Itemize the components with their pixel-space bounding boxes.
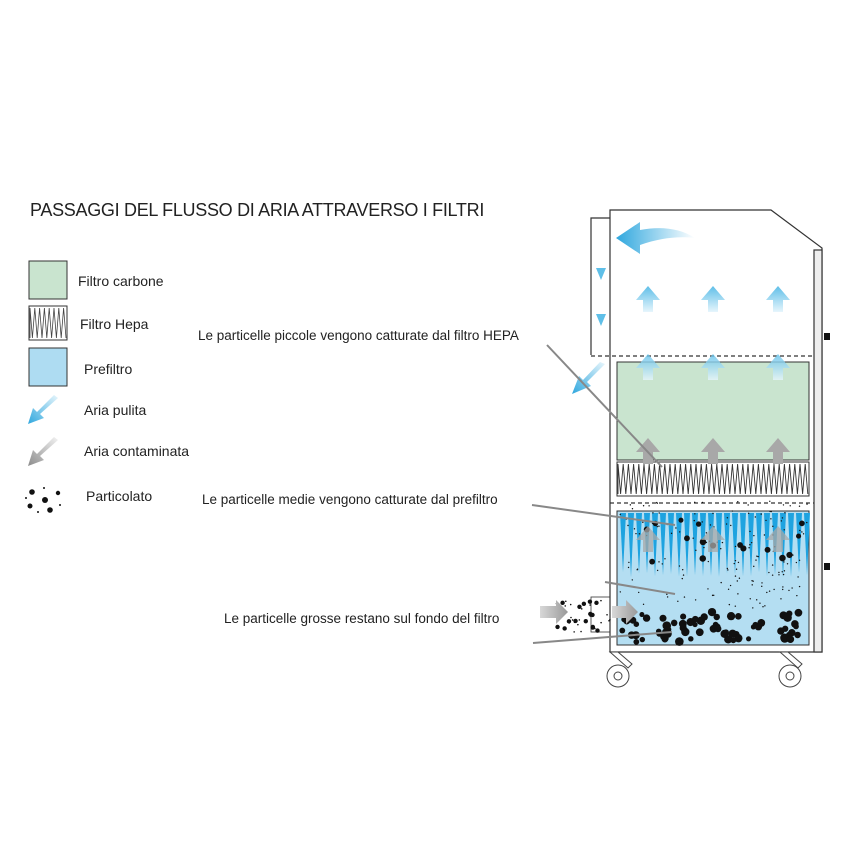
caster-wheels xyxy=(606,651,803,688)
carbon-filter-swatch xyxy=(28,260,68,300)
legend-label-particulate: Particolato xyxy=(86,488,153,504)
clean-air-arrow-icon xyxy=(28,395,58,424)
legend-label-hepa: Filtro Hepa xyxy=(80,316,149,332)
contaminated-air-arrow-icon xyxy=(28,437,58,466)
legend-label-prefilter: Prefiltro xyxy=(84,361,133,377)
pointer-lines xyxy=(531,344,676,644)
legend-label-clean-air: Aria pulita xyxy=(84,402,147,418)
annotation-large-particles: Le particelle grosse restano sul fondo d… xyxy=(224,611,500,626)
annotation-small-particles: Le particelle piccole vengono catturate … xyxy=(198,328,519,343)
hepa-filter-swatch xyxy=(28,305,68,341)
clean-air-arrows xyxy=(572,222,790,394)
annotation-medium-particles: Le particelle medie vengono catturate da… xyxy=(202,492,498,507)
contaminated-air-arrows xyxy=(540,438,790,624)
particulate-icon xyxy=(25,487,61,513)
prefilter-swatch xyxy=(28,347,68,387)
diagram-title: PASSAGGI DEL FLUSSO DI ARIA ATTRAVERSO I… xyxy=(30,200,485,220)
particulate-particles xyxy=(555,500,808,646)
legend-label-contaminated-air: Aria contaminata xyxy=(84,443,190,459)
hepa-filter xyxy=(616,461,810,497)
legend-label-carbon: Filtro carbone xyxy=(78,273,164,289)
